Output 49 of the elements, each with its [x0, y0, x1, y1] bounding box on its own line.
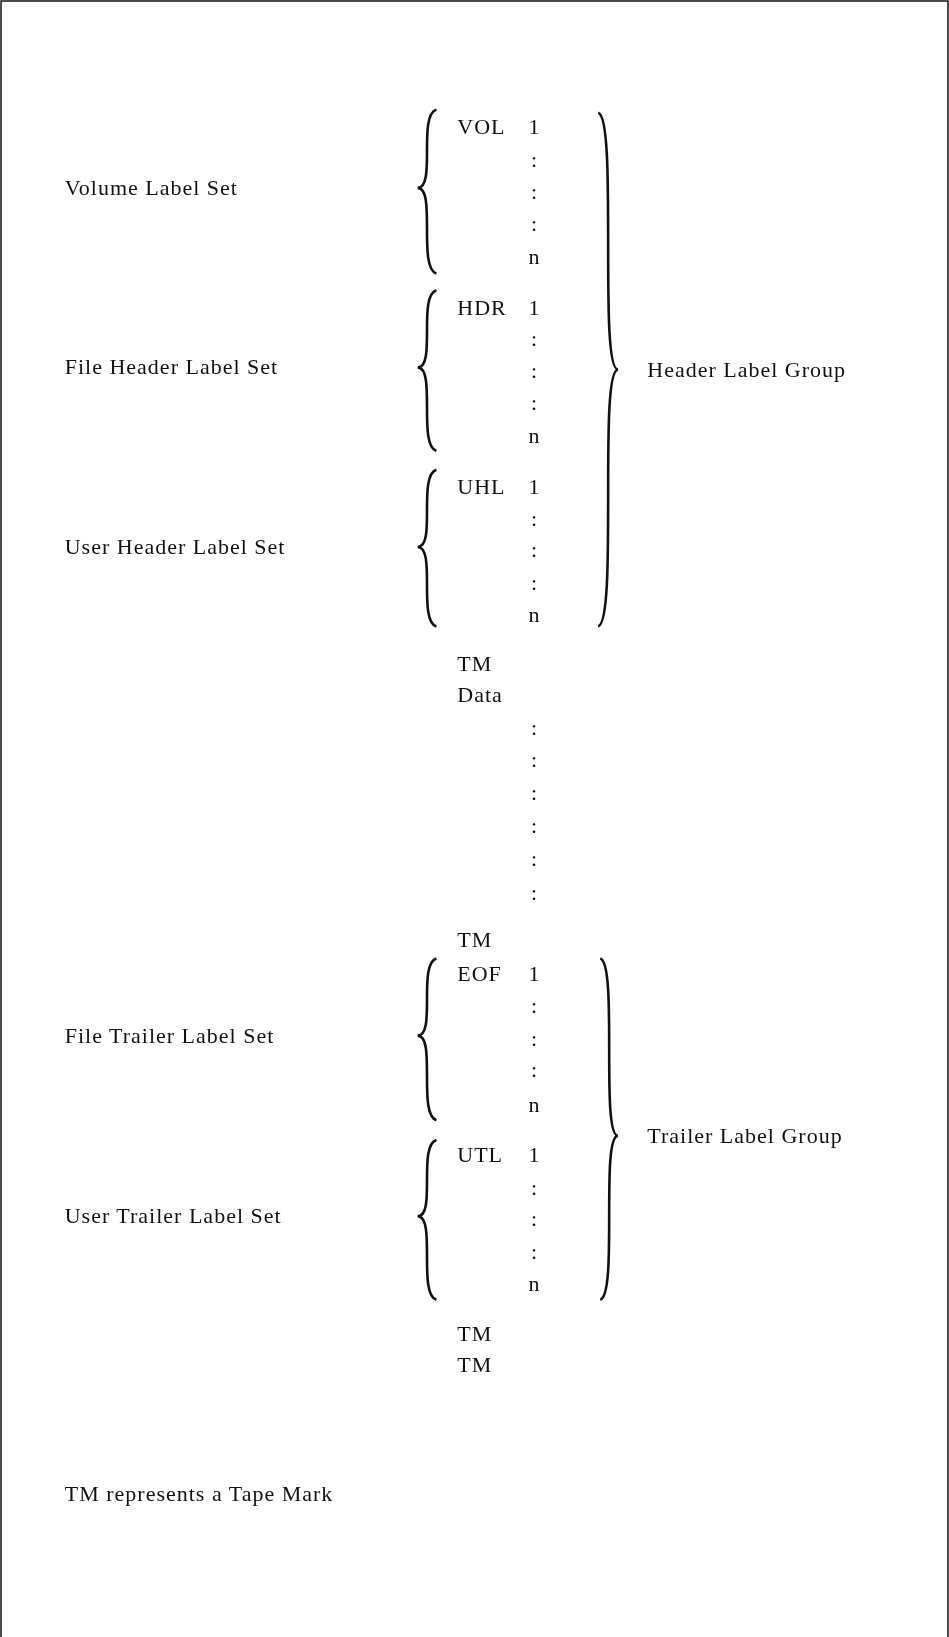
row-marker: : — [530, 148, 539, 171]
row-marker: : — [530, 881, 539, 904]
row-marker: : — [530, 716, 539, 739]
label-text: Trailer Label Group — [647, 1124, 843, 1147]
row-marker: : — [530, 571, 539, 594]
row-marker: : — [530, 392, 539, 414]
label-text: VOL — [457, 116, 506, 139]
label-text: TM represents a Tape Mark — [64, 1482, 334, 1505]
label-text: TM — [457, 653, 493, 675]
row-marker: : — [530, 1208, 539, 1231]
row-marker: 1 — [528, 963, 541, 986]
row-marker: 1 — [528, 1143, 541, 1166]
row-marker: n — [528, 1093, 541, 1116]
row-marker: : — [530, 1240, 539, 1263]
row-marker: : — [530, 539, 539, 562]
row-marker: : — [530, 181, 539, 204]
label-text: Data — [457, 684, 503, 707]
label-text: File Trailer Label Set — [64, 1024, 275, 1047]
row-marker: 1 — [528, 116, 541, 139]
row-marker: : — [530, 814, 539, 837]
row-marker: : — [530, 848, 539, 871]
label-text: TM — [457, 1323, 493, 1346]
label-text: TM — [457, 1353, 493, 1376]
row-marker: n — [528, 1273, 541, 1296]
row-marker: : — [530, 1059, 539, 1082]
label-text: EOF — [457, 963, 502, 986]
row-marker: 1 — [528, 296, 541, 319]
row-marker: : — [530, 359, 539, 382]
row-marker: : — [530, 782, 539, 805]
row-marker: 1 — [528, 475, 541, 498]
label-text: Volume Label Set — [64, 176, 238, 199]
row-marker: : — [530, 1027, 539, 1050]
row-marker: : — [530, 328, 539, 351]
label-text: Header Label Group — [647, 358, 847, 381]
row-marker: : — [530, 749, 539, 772]
label-text: TM — [457, 928, 493, 951]
row-marker: n — [528, 245, 541, 268]
label-text: HDR — [457, 296, 507, 319]
row-marker: : — [530, 1177, 539, 1200]
label-text: File Header Label Set — [64, 356, 279, 379]
row-marker: n — [528, 603, 541, 626]
label-text: UTL — [457, 1143, 504, 1166]
label-text: UHL — [457, 475, 506, 498]
row-marker: n — [528, 425, 541, 448]
row-marker: : — [530, 507, 539, 530]
row-marker: : — [530, 213, 539, 236]
row-marker: : — [530, 995, 539, 1018]
label-text: User Header Label Set — [64, 536, 286, 559]
label-text: User Trailer Label Set — [64, 1205, 282, 1228]
